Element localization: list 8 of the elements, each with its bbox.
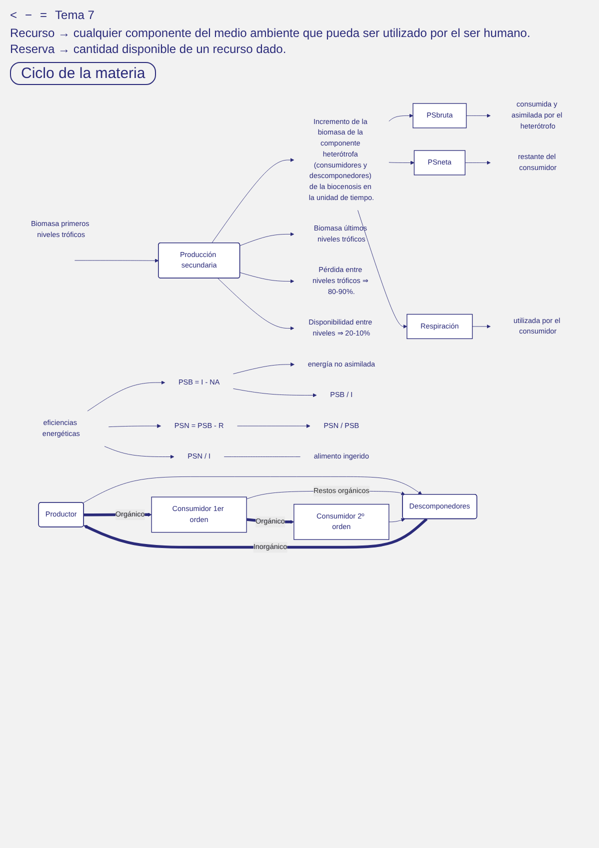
heading: Ciclo de la materia [10, 62, 156, 85]
note-text: − [25, 8, 32, 22]
note-text: Recurso → cualquier componente del medio ambiente que pueda ser utilizado por el ser humano. [10, 26, 532, 40]
connector [224, 456, 301, 457]
note-text: Reserva → cantidad disponible de un recurso dado. [10, 42, 288, 56]
note-text: = [40, 8, 48, 22]
section-heading: Tema 7 [55, 8, 94, 22]
note-text: < [10, 8, 18, 22]
